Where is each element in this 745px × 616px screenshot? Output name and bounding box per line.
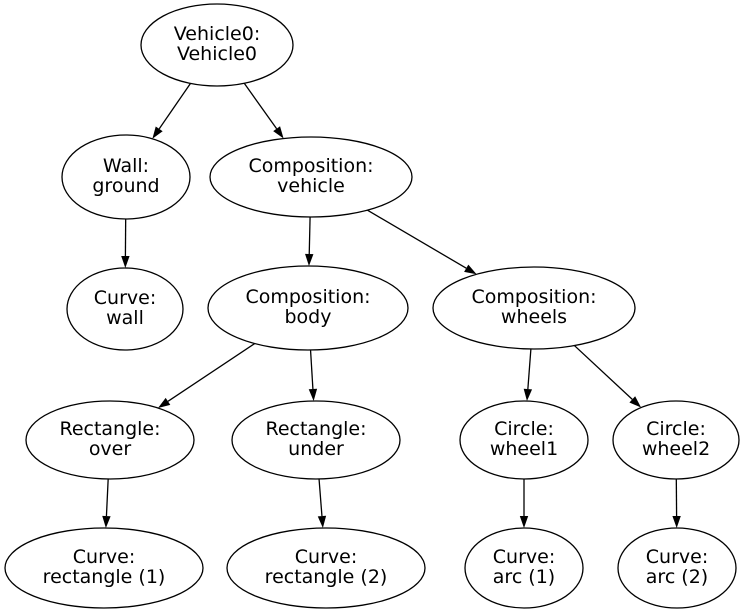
edge-line (318, 478, 323, 517)
node-ellipse (61, 134, 191, 220)
node-curve-wall: Curve:wall (66, 267, 184, 351)
node-curve-rectangle-1: Curve:rectangle (1) (4, 527, 204, 609)
edge-arrowhead (152, 126, 163, 139)
node-ellipse (432, 266, 636, 350)
edge-rectangle-over-curve-rectangle-1 (102, 478, 111, 529)
node-ellipse (140, 3, 294, 87)
edge-circle-wheel2-curve-arc-2 (672, 478, 681, 529)
edge-arrowhead (672, 515, 681, 529)
edge-arrowhead (273, 126, 284, 139)
edge-composition-wheels-circle-wheel1 (523, 348, 533, 402)
edge-line (167, 342, 256, 402)
node-composition-body: Composition:body (207, 265, 409, 351)
edge-line (158, 83, 192, 130)
node-circle-wheel2: Circle:wheel2 (612, 400, 740, 480)
edge-arrowhead (519, 516, 529, 528)
node-ellipse (4, 527, 204, 609)
node-ellipse (459, 400, 589, 480)
edge-rectangle-under-curve-rectangle-2 (317, 478, 327, 529)
edge-arrowhead (308, 388, 318, 402)
node-label-line: Wall: (103, 155, 149, 177)
edge-arrowhead (121, 255, 130, 269)
node-curve-arc-2: Curve:arc (2) (617, 527, 737, 609)
node-label-line: Circle: (494, 418, 554, 440)
node-ellipse (209, 136, 413, 218)
node-label-line: Curve: (73, 546, 135, 568)
node-vehicle0: Vehicle0:Vehicle0 (140, 3, 294, 87)
node-label-line: Composition: (248, 155, 373, 177)
node-ellipse (25, 400, 195, 480)
node-rectangle-over: Rectangle:over (25, 400, 195, 480)
node-label-line: Curve: (493, 546, 555, 568)
edge-line (243, 82, 278, 130)
edge-composition-vehicle-composition-body (305, 216, 314, 267)
node-label-line: wheel1 (490, 438, 558, 460)
node-label-line: Composition: (471, 286, 596, 308)
node-curve-arc-1: Curve:arc (1) (464, 527, 584, 609)
node-label-line: rectangle (1) (43, 566, 166, 588)
edge-line (105, 478, 109, 517)
edge-arrowhead (317, 515, 327, 529)
edge-vehicle0-composition-vehicle (243, 82, 284, 139)
node-ellipse (207, 265, 409, 351)
node-label-line: Rectangle: (59, 418, 160, 440)
edge-composition-body-rectangle-under (308, 349, 318, 402)
node-circle-wheel1: Circle:wheel1 (459, 400, 589, 480)
edge-vehicle0-wall-ground (152, 83, 192, 139)
edge-line (367, 209, 467, 269)
node-label-line: Curve: (94, 287, 156, 309)
edge-line (573, 345, 633, 400)
node-ellipse (617, 527, 737, 609)
node-label-line: ground (92, 175, 159, 197)
node-composition-vehicle: Composition:vehicle (209, 136, 413, 218)
edge-arrowhead (629, 396, 642, 408)
node-label-line: Curve: (646, 546, 708, 568)
node-label-line: arc (1) (493, 566, 555, 588)
node-label-line: Circle: (646, 418, 706, 440)
node-label-line: over (89, 438, 132, 460)
node-label-line: Rectangle: (265, 418, 366, 440)
node-ellipse (66, 267, 184, 351)
node-label-line: Curve: (295, 546, 357, 568)
node-composition-wheels: Composition:wheels (432, 266, 636, 350)
edge-composition-vehicle-composition-wheels (367, 209, 477, 275)
node-label-line: Vehicle0 (177, 43, 257, 65)
node-ellipse (226, 527, 426, 609)
node-curve-rectangle-2: Curve:rectangle (2) (226, 527, 426, 609)
node-label-line: vehicle (277, 175, 345, 197)
node-label-line: Vehicle0: (174, 23, 260, 45)
edge-line (309, 349, 314, 390)
edge-arrowhead (305, 253, 314, 267)
node-label-line: body (285, 306, 332, 328)
node-label-line: under (288, 438, 344, 460)
edge-line (308, 216, 311, 255)
edge-line (527, 348, 532, 390)
node-label-line: Composition: (245, 286, 370, 308)
edge-composition-wheels-circle-wheel2 (573, 345, 642, 408)
node-label-line: wheels (501, 306, 567, 328)
edge-wall-ground-curve-wall (121, 218, 130, 269)
node-label-line: wall (106, 307, 144, 329)
node-label-line: wheel2 (642, 438, 710, 460)
edge-composition-body-rectangle-over (158, 342, 256, 408)
node-wall-ground: Wall:ground (61, 134, 191, 220)
node-ellipse (231, 400, 401, 480)
node-label-line: rectangle (2) (265, 566, 388, 588)
edge-circle-wheel1-curve-arc-1 (519, 479, 529, 528)
node-rectangle-under: Rectangle:under (231, 400, 401, 480)
node-ellipse (464, 527, 584, 609)
edge-arrowhead (158, 397, 171, 408)
edge-arrowhead (464, 264, 477, 275)
edge-arrowhead (523, 388, 533, 402)
node-label-line: arc (2) (646, 566, 708, 588)
edge-arrowhead (102, 515, 111, 529)
node-ellipse (612, 400, 740, 480)
